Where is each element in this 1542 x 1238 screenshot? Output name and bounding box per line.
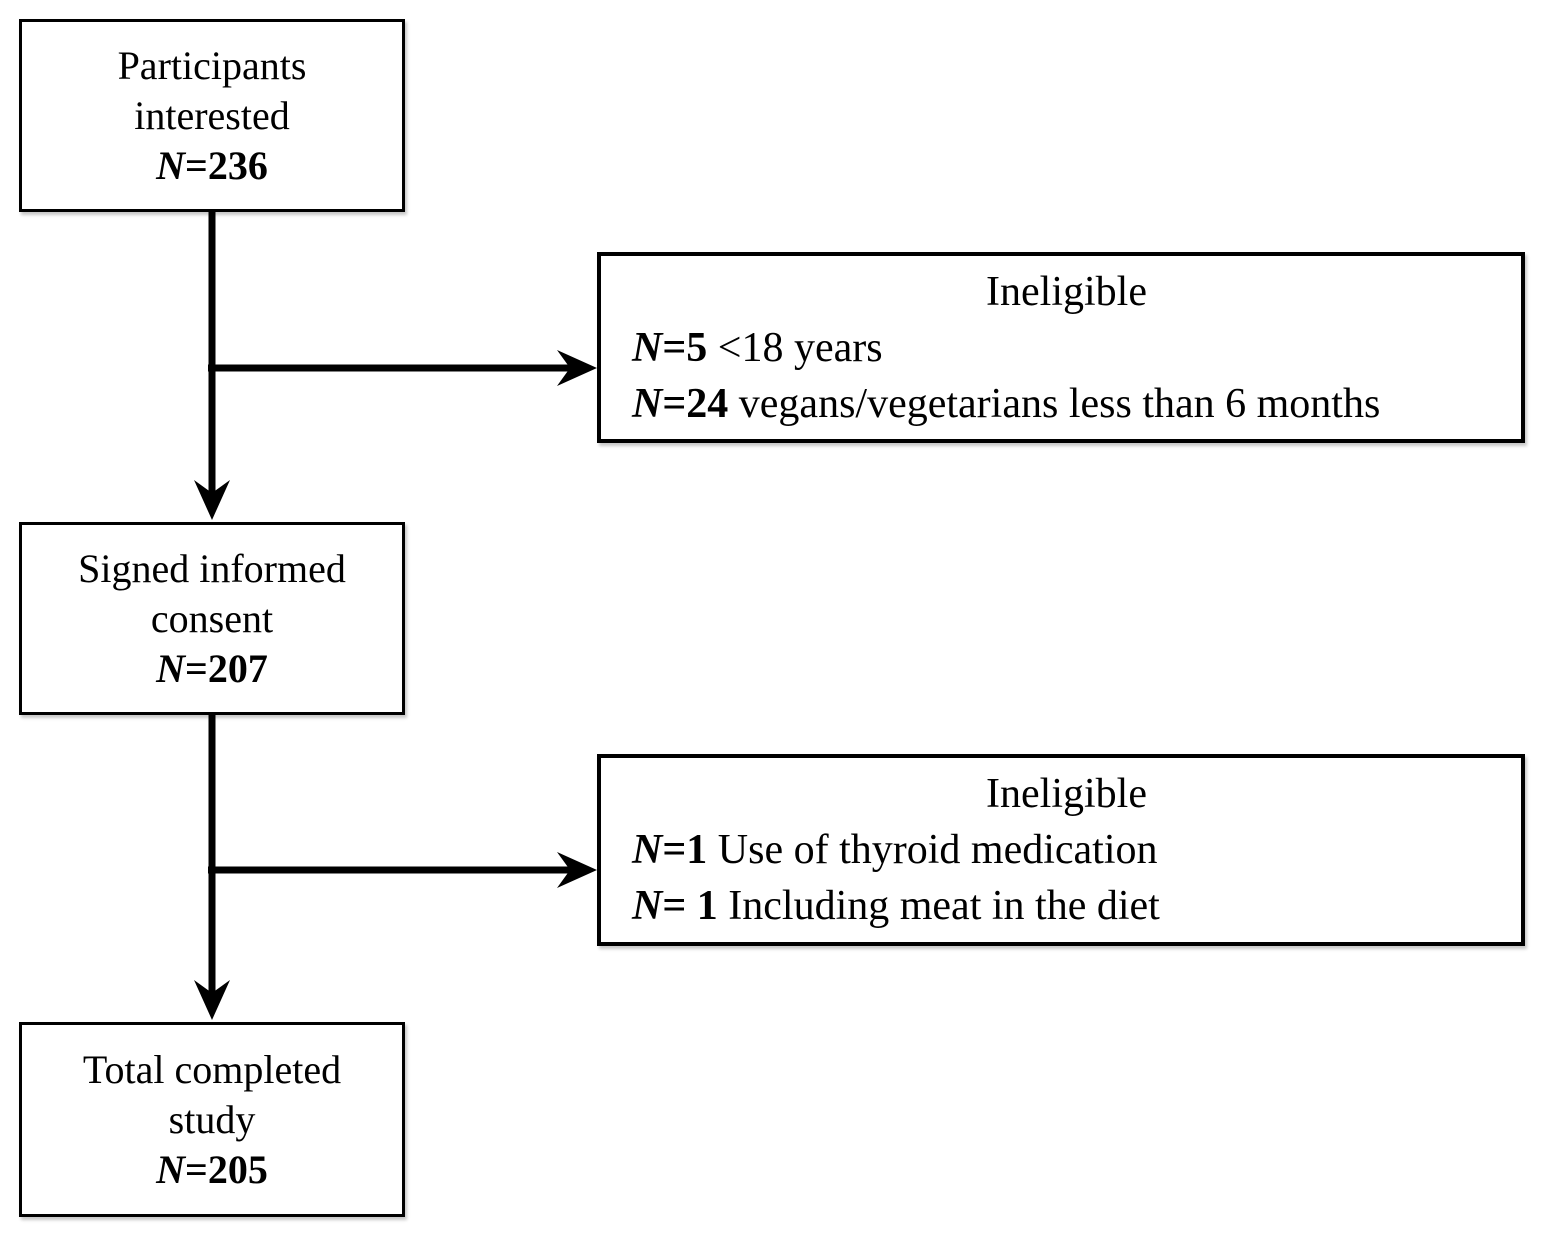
arrowhead-right-icon <box>557 350 597 386</box>
node-title-line: interested <box>134 92 290 138</box>
n-symbol: N <box>156 645 186 691</box>
node-title-line: study <box>168 1096 256 1142</box>
ineligible-reason-line: N= 1 Including meat in the diet <box>632 878 1501 934</box>
node-count-line: N=207 <box>156 644 268 694</box>
node-title-line: consent <box>150 595 274 641</box>
n-symbol: N <box>632 883 663 929</box>
reason-text: <18 years <box>707 325 883 371</box>
n-value: = 1 <box>662 883 718 929</box>
n-symbol: N <box>632 827 663 873</box>
n-symbol: N <box>156 1146 186 1192</box>
n-value: =1 <box>662 827 708 873</box>
arrowhead-down-icon <box>194 980 230 1020</box>
node-participants-interested: Participants interested N=236 <box>19 19 405 212</box>
n-symbol: N <box>156 142 186 188</box>
arrowhead-down-icon <box>194 480 230 520</box>
node-title-line: Participants <box>117 42 307 88</box>
node-ineligible-screening: Ineligible N=5 <18 years N=24 vegans/veg… <box>597 252 1525 443</box>
node-title-line: Signed informed <box>78 545 346 591</box>
node-count-line: N=205 <box>156 1145 268 1195</box>
reason-text: vegans/vegetarians less than 6 months <box>728 381 1381 427</box>
n-value: =236 <box>185 142 268 188</box>
n-value: =5 <box>662 325 708 371</box>
node-title: Ineligible <box>986 269 1147 315</box>
n-value: =24 <box>662 381 729 427</box>
node-ineligible-enrolled: Ineligible N=1 Use of thyroid medication… <box>597 754 1525 946</box>
n-symbol: N <box>632 325 663 371</box>
reason-text: Use of thyroid medication <box>707 827 1158 873</box>
arrowhead-right-icon <box>557 852 597 888</box>
node-count-line: N=236 <box>156 141 268 191</box>
n-symbol: N <box>632 381 663 427</box>
node-total-completed-study: Total completed study N=205 <box>19 1022 405 1217</box>
reason-text: Including meat in the diet <box>717 883 1160 929</box>
ineligible-reason-line: N=24 vegans/vegetarians less than 6 mont… <box>632 376 1501 432</box>
ineligible-reason-line: N=5 <18 years <box>632 320 1501 376</box>
ineligible-reason-line: N=1 Use of thyroid medication <box>632 822 1501 878</box>
node-title: Ineligible <box>986 771 1147 817</box>
n-value: =205 <box>185 1146 268 1192</box>
node-title-line: Total completed <box>82 1046 342 1092</box>
n-value: =207 <box>185 645 268 691</box>
node-signed-informed-consent: Signed informed consent N=207 <box>19 522 405 715</box>
